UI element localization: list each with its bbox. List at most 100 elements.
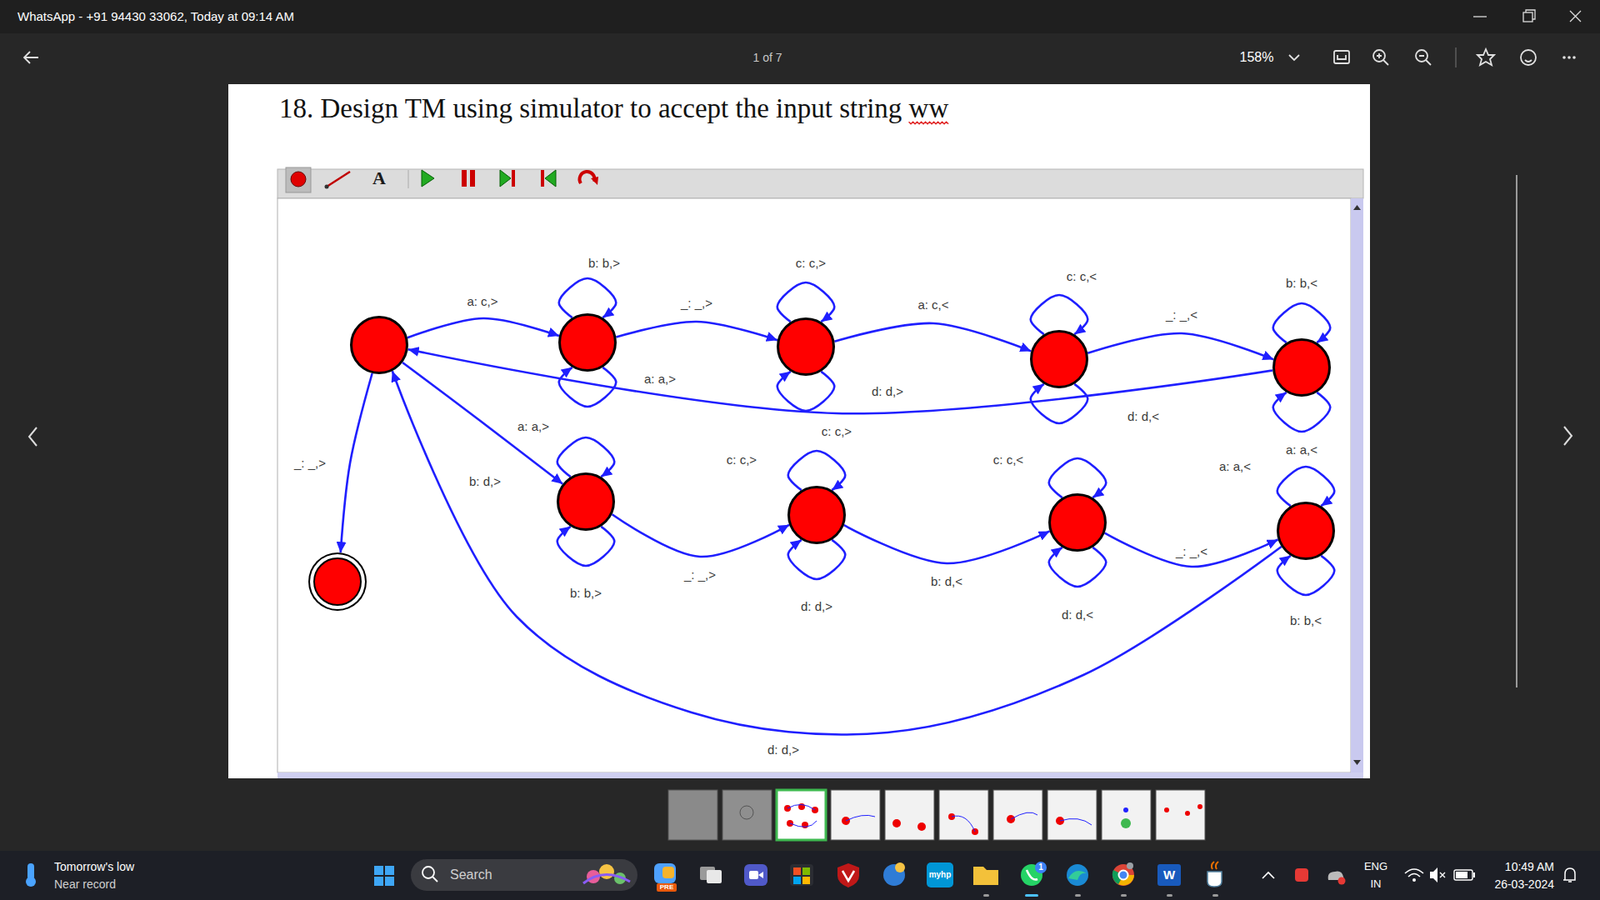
transition-arrow	[844, 525, 1050, 564]
transition-label: b: b,>	[568, 585, 604, 601]
transition-label: d: d,>	[799, 599, 835, 615]
state-circle	[787, 485, 846, 545]
transition-label: _: _,>	[682, 567, 718, 583]
canvas-scrollbar	[1350, 198, 1364, 773]
state-circle	[556, 472, 615, 531]
transition-label: b: d,>	[467, 474, 503, 490]
window-buttons	[1473, 10, 1581, 22]
state-circle	[776, 317, 835, 376]
self-loop	[777, 371, 835, 411]
self-loop	[1030, 384, 1089, 424]
self-loop	[788, 450, 846, 490]
self-loop	[1277, 555, 1335, 595]
state-circle	[558, 313, 617, 372]
screen-text: A	[371, 167, 387, 190]
transition-label: _: _,>	[679, 295, 715, 311]
screen-text: IN	[1370, 877, 1383, 891]
transition-label: a: c,<	[915, 297, 950, 313]
self-loop	[1049, 547, 1107, 587]
self-loop	[559, 278, 617, 318]
transition-arrow	[834, 323, 1031, 352]
transition-label: b: b,<	[1288, 613, 1324, 629]
self-loop	[777, 282, 835, 322]
transition-arrow	[1105, 533, 1279, 567]
state-circle	[1272, 338, 1331, 397]
transition-arrow	[392, 370, 1282, 735]
transition-arrow	[402, 362, 563, 485]
screen-text: 26-03-2024	[1493, 877, 1555, 892]
taskbar	[0, 850, 1600, 900]
scroll-arrow	[1353, 760, 1361, 765]
transition-label: d: d,<	[1125, 409, 1161, 425]
transition-label: d: d,>	[870, 384, 905, 400]
viewer-toolbar-icons	[24, 47, 1536, 68]
simulator-toolbar	[277, 169, 1364, 199]
screen-text: Tomorrow's low	[53, 860, 135, 875]
screen-text: Near record	[53, 877, 117, 892]
state-circle	[1030, 330, 1089, 389]
title-bar	[0, 0, 1600, 34]
self-loop	[557, 437, 615, 477]
transition-label: _: _,<	[1174, 544, 1210, 560]
screen-text: ENG	[1363, 860, 1389, 874]
transition-label: c: c,<	[1065, 269, 1099, 285]
transition-label: a: a,>	[642, 371, 678, 387]
transition-arrow	[615, 321, 778, 340]
screen-text: 1	[1037, 862, 1045, 873]
transition-label: c: c,>	[820, 424, 854, 440]
transition-label: a: a,>	[515, 419, 551, 435]
screen-text: 158%	[1239, 49, 1275, 65]
transition-arrow	[340, 373, 373, 553]
transition-label: c: c,>	[725, 452, 759, 468]
screen-text: PRE	[659, 883, 675, 892]
transition-label: d: d,>	[765, 742, 801, 758]
transition-label: a: a,<	[1284, 442, 1320, 458]
viewer-scrollbar	[1515, 175, 1518, 688]
transition-arrow	[1087, 333, 1274, 360]
self-loop	[788, 540, 846, 580]
question-heading: 18. Design TM using simulator to accept …	[279, 92, 949, 126]
screen-text: myhp	[928, 870, 953, 880]
simulator-canvas	[277, 198, 1351, 773]
transition-label: d: d,<	[1060, 607, 1095, 623]
transition-label: b: b,>	[586, 255, 622, 271]
transition-label: a: c,>	[465, 294, 500, 310]
more-dots	[1562, 55, 1576, 60]
screen-text: Search	[449, 866, 494, 883]
taskbar-icons	[25, 859, 1575, 897]
state-circle	[350, 315, 409, 375]
transition-label: c: c,>	[794, 255, 828, 271]
self-loop	[1049, 458, 1107, 498]
screen-text: 1 of 7	[751, 50, 783, 65]
accept-state	[313, 557, 362, 606]
state-circle	[1276, 501, 1335, 560]
prev-arrow	[29, 427, 37, 446]
self-loop	[1273, 303, 1331, 343]
transition-label: b: d,<	[929, 574, 965, 590]
next-arrow	[1564, 426, 1572, 445]
page-thumbnails	[668, 790, 1205, 840]
transition-label: a: a,<	[1217, 459, 1253, 475]
screen-text: W	[1162, 867, 1176, 883]
transition-label: b: b,<	[1284, 275, 1320, 291]
self-loop	[1277, 466, 1335, 506]
screen-text: WhatsApp - +91 94430 33062, Today at 09:…	[16, 9, 295, 25]
canvas-hscrollbar	[277, 772, 1364, 779]
transition-label: _: _,>	[292, 455, 328, 471]
simulator-tool-icons	[285, 167, 599, 193]
transition-arrow	[408, 349, 1274, 414]
scroll-arrow	[1353, 205, 1361, 210]
transition-arrow	[612, 514, 790, 557]
screen-text: 10:49 AM	[1504, 860, 1555, 875]
document-page	[228, 84, 1370, 779]
transition-label: c: c,<	[991, 452, 1025, 468]
state-circle	[1048, 493, 1107, 552]
transition-arrow	[407, 318, 560, 338]
self-loop	[557, 526, 615, 566]
self-loop	[1030, 295, 1089, 335]
transition-label: _: _,<	[1164, 307, 1200, 323]
self-loop	[1273, 392, 1331, 432]
